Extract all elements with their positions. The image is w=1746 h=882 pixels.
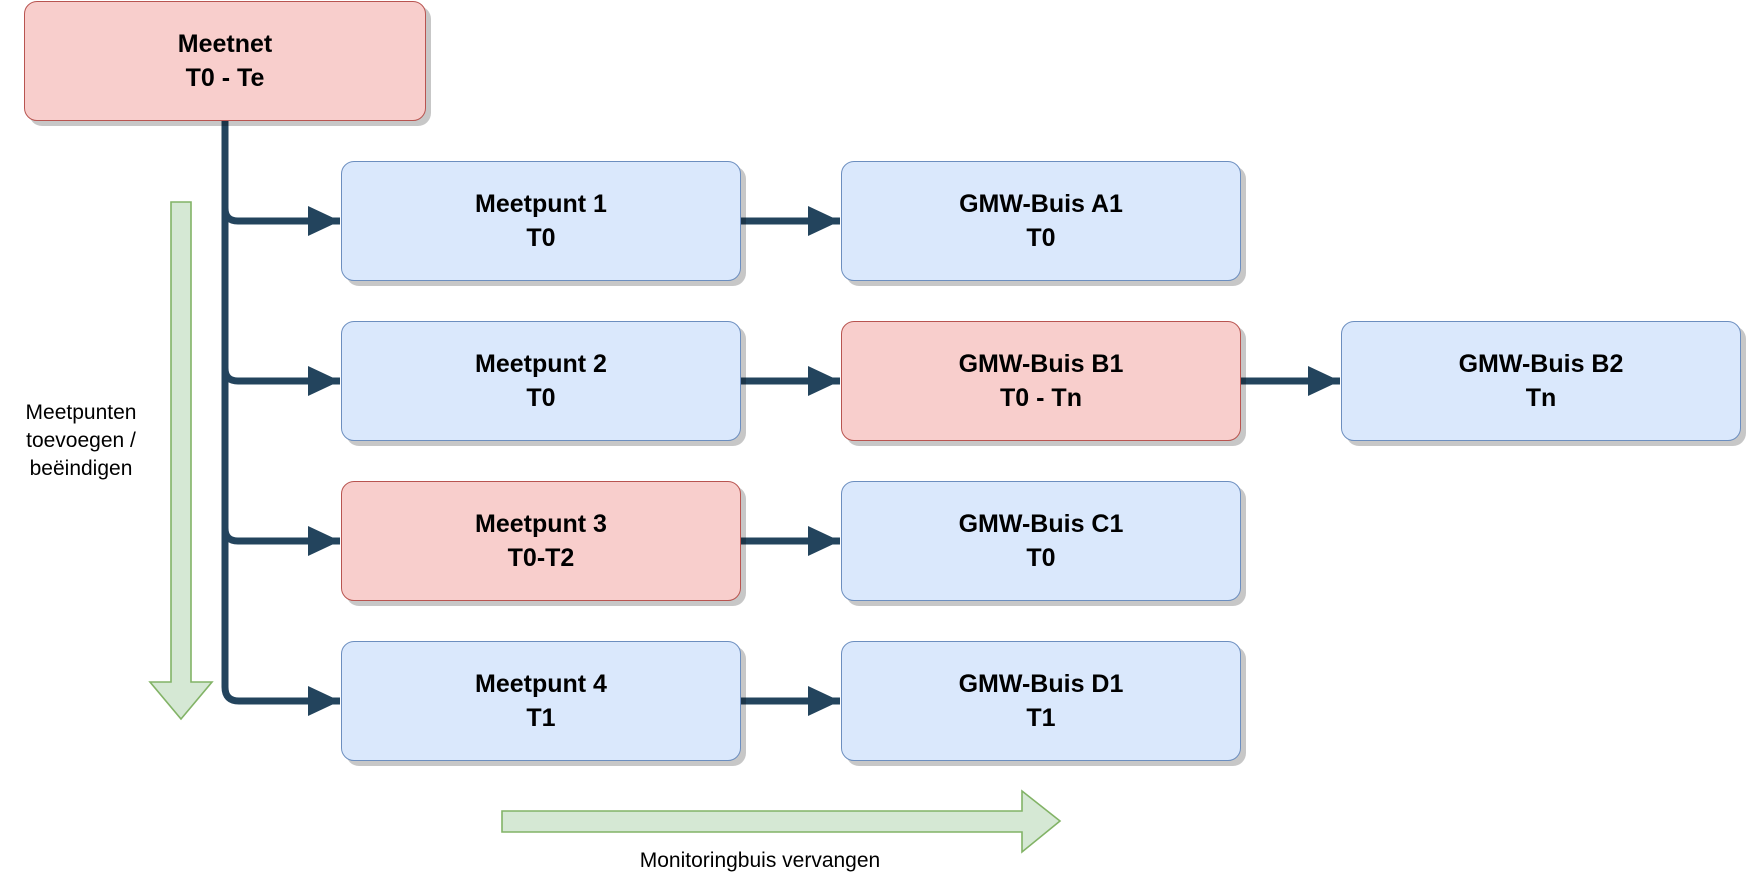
horizontal-arrow-label-text: Monitoringbuis vervangen <box>639 849 881 872</box>
connector-meetnet-meetpunt-1 <box>221 120 340 236</box>
buis-d1-period: T1 <box>1026 704 1056 732</box>
buis-a1-node[interactable]: GMW-Buis A1 T0 <box>841 161 1241 281</box>
buis-a1-title: GMW-Buis A1 <box>959 190 1123 218</box>
vertical-arrow-label-line-2: toevoegen / <box>26 429 136 452</box>
meetpunt-2-node[interactable]: Meetpunt 2 T0 <box>341 321 741 441</box>
buis-b2-title: GMW-Buis B2 <box>1458 350 1624 378</box>
meetpunt-4-period: T1 <box>526 704 556 732</box>
meetpunt-1-node[interactable]: Meetpunt 1 T0 <box>341 161 741 281</box>
horizontal-flow-arrow <box>501 789 1062 854</box>
meetpunt-3-node[interactable]: Meetpunt 3 T0-T2 <box>341 481 741 601</box>
buis-b1-node[interactable]: GMW-Buis B1 T0 - Tn <box>841 321 1241 441</box>
buis-b2-node[interactable]: GMW-Buis B2 Tn <box>1341 321 1741 441</box>
buis-b1-title: GMW-Buis B1 <box>958 350 1124 378</box>
meetnet-title: Meetnet <box>177 30 273 58</box>
meetpunt-2-title: Meetpunt 2 <box>475 350 607 378</box>
meetpunt-3-period: T0-T2 <box>507 544 575 572</box>
connector-meetnet-meetpunt-4 <box>221 120 340 716</box>
meetpunt-4-title: Meetpunt 4 <box>475 670 607 698</box>
buis-c1-node[interactable]: GMW-Buis C1 T0 <box>841 481 1241 601</box>
connector-meetnet-meetpunt-3 <box>221 120 340 556</box>
buis-b1-period: T0 - Tn <box>1000 384 1082 412</box>
meetnet-period: T0 - Te <box>185 64 265 92</box>
vertical-arrow-label-line-1: Meetpunten <box>25 401 137 424</box>
meetpunt-1-title: Meetpunt 1 <box>475 190 607 218</box>
meetnet-connectors <box>221 120 340 716</box>
vertical-arrow-label: Meetpunten toevoegen / beëindigen <box>8 399 154 483</box>
buis-d1-title: GMW-Buis D1 <box>958 670 1124 698</box>
meetpunt-4-node[interactable]: Meetpunt 4 T1 <box>341 641 741 761</box>
meetpunt-1-period: T0 <box>526 224 556 252</box>
meetpunt-2-period: T0 <box>526 384 556 412</box>
buis-c1-title: GMW-Buis C1 <box>958 510 1124 538</box>
vertical-flow-arrow <box>148 201 214 721</box>
meetpunt-3-title: Meetpunt 3 <box>475 510 607 538</box>
buis-b2-period: Tn <box>1525 384 1557 412</box>
buis-c1-period: T0 <box>1026 544 1056 572</box>
horizontal-arrow-label: Monitoringbuis vervangen <box>600 847 920 875</box>
buis-a1-period: T0 <box>1026 224 1056 252</box>
buis-connectors <box>741 206 1340 716</box>
buis-d1-node[interactable]: GMW-Buis D1 T1 <box>841 641 1241 761</box>
vertical-arrow-label-line-3: beëindigen <box>29 457 133 480</box>
meetnet-node[interactable]: Meetnet T0 - Te <box>24 1 426 121</box>
connector-meetnet-meetpunt-2 <box>221 120 340 396</box>
